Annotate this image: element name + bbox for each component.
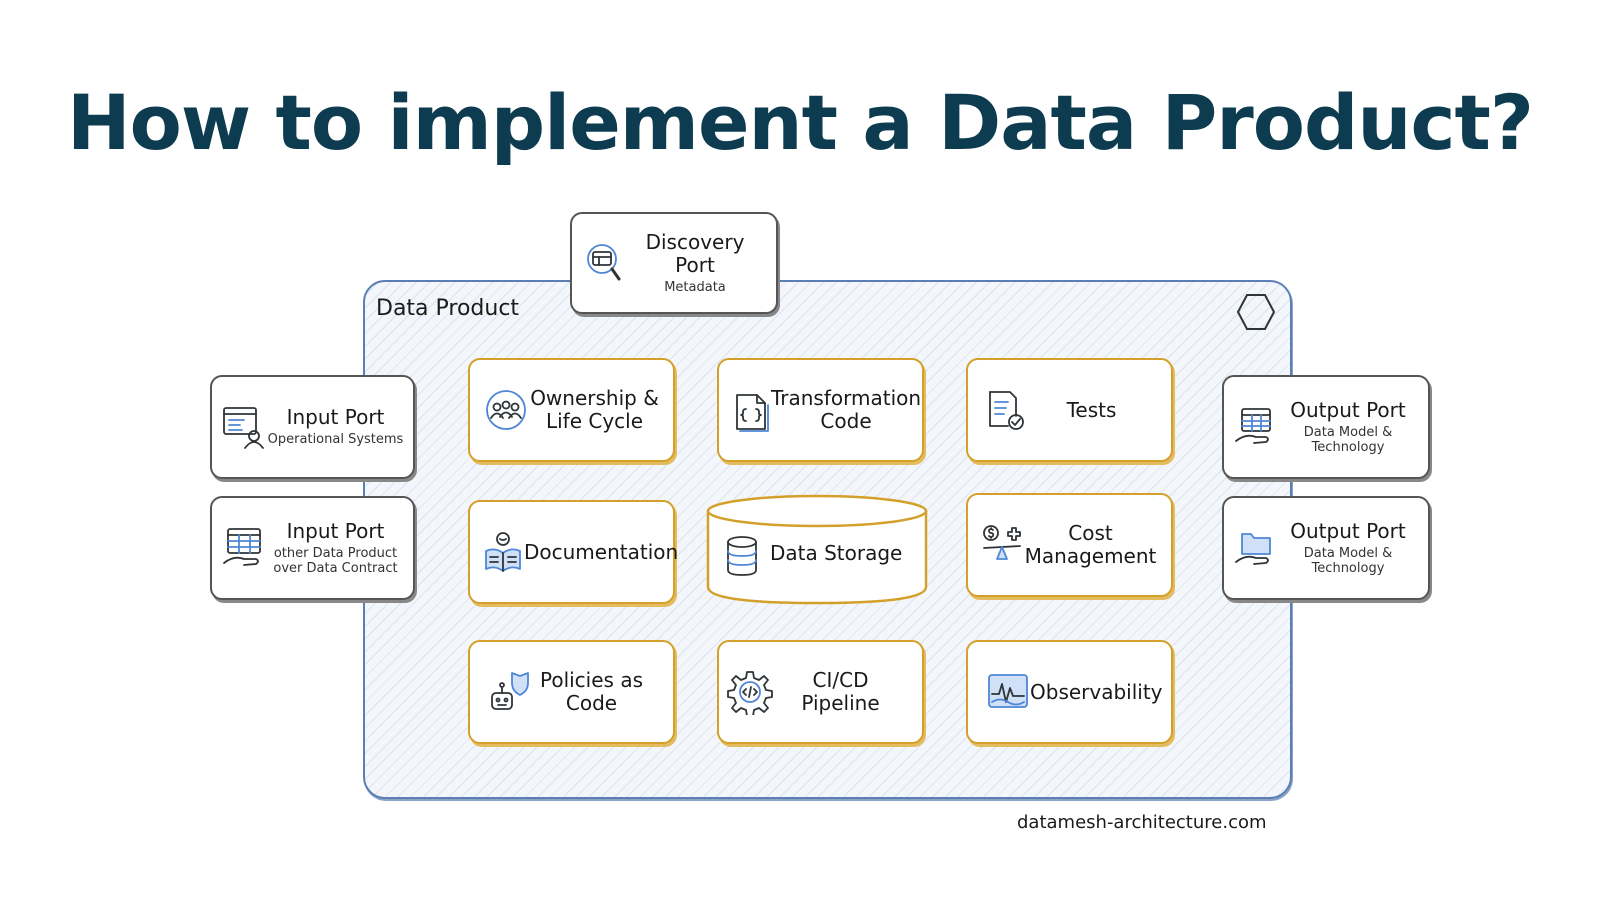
cicd-label: CI/CD Pipeline [801, 668, 880, 715]
output-port-1-label: Output Port [1290, 397, 1406, 422]
observability-label: Observability [1030, 679, 1163, 704]
transformation-label: Transformation Code [771, 386, 922, 433]
output-port-2-sub: Data Model & Technology [1303, 545, 1393, 576]
page-title: How to implement a Data Product? [67, 78, 1534, 167]
ownership-label: Ownership & Life Cycle [530, 386, 659, 433]
policies-label: Policies as Code [539, 668, 643, 715]
discovery-port-sub: Metadata [664, 279, 726, 295]
input-port-contract: Input Port other Data Product over Data … [210, 496, 415, 600]
discovery-port: Discovery Port Metadata [570, 212, 778, 314]
discovery-port-label: Discovery Port [645, 229, 745, 277]
input-port-operational-label: Input Port [286, 405, 385, 430]
data-storage-label: Data Storage [770, 541, 903, 565]
tests-label: Tests [1066, 397, 1117, 422]
input-port-contract-sub: other Data Product over Data Contract [273, 545, 398, 576]
cost-scale-icon [983, 525, 1021, 560]
code-file-icon [736, 394, 769, 432]
observability-box: Observability [966, 640, 1173, 744]
folder-hand-icon [1235, 533, 1271, 565]
gear-code-icon [727, 671, 773, 715]
input-port-contract-label: Input Port [286, 518, 385, 543]
output-port-2-label: Output Port [1290, 518, 1406, 543]
search-metadata-icon [587, 244, 621, 281]
cost-management-label: Cost Management [1024, 521, 1157, 568]
database-icon [727, 536, 757, 576]
documentation-box: Documentation [468, 500, 679, 604]
checklist-icon [989, 391, 1024, 430]
footer-source: datamesh-architecture.com [1017, 812, 1267, 833]
ownership-lifecycle-box: Ownership & Life Cycle [468, 358, 675, 462]
output-port-1-sub: Data Model & Technology [1303, 424, 1393, 455]
team-icon [486, 390, 526, 430]
transformation-code-box: Transformation Code [717, 358, 924, 462]
operational-systems-icon [223, 407, 264, 449]
input-port-operational-sub: Operational Systems [267, 432, 404, 448]
data-product-label: Data Product [376, 296, 520, 321]
hexagon-icon [1236, 294, 1276, 330]
output-port-2: Output Port Data Model & Technology [1222, 496, 1430, 600]
input-port-operational: Input Port Operational Systems [210, 375, 415, 479]
table-hand-icon [1235, 408, 1271, 444]
output-port-1: Output Port Data Model & Technology [1222, 375, 1430, 479]
reading-person-icon [485, 532, 521, 572]
robot-shield-icon [491, 672, 529, 710]
data-contract-icon [223, 528, 261, 566]
documentation-label: Documentation [524, 539, 679, 564]
data-storage-cylinder [706, 494, 928, 605]
cost-management-box: Cost Management [966, 493, 1173, 597]
monitor-wave-icon [988, 674, 1028, 708]
policies-as-code-box: Policies as Code [468, 640, 675, 744]
tests-box: Tests [966, 358, 1173, 462]
cicd-pipeline-box: CI/CD Pipeline [717, 640, 924, 744]
